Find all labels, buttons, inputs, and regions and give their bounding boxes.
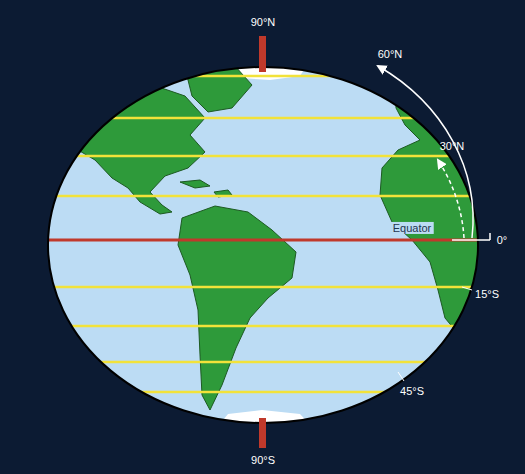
angle-arc-60 — [378, 66, 473, 238]
south-america — [178, 206, 296, 410]
latitude-label: 30°N — [440, 140, 465, 152]
latitude-label: 45°S — [400, 385, 424, 397]
latitude-label: 0° — [497, 234, 508, 246]
north-america — [48, 84, 205, 214]
latitude-label: 90°N — [251, 16, 276, 28]
zero-tick — [489, 233, 491, 240]
angle-arc-30 — [438, 160, 464, 238]
zero-reference — [452, 239, 490, 241]
latitude-label: 60°N — [378, 48, 403, 60]
equator-line — [40, 239, 490, 242]
north-axis — [259, 36, 266, 72]
leader-line — [462, 287, 472, 290]
latitude-label: Equator — [391, 222, 434, 234]
caribbean-islands — [180, 180, 232, 197]
latitude-label: 90°S — [251, 454, 275, 466]
globe-outline — [48, 67, 478, 423]
europe-africa — [380, 74, 480, 330]
latitude-label: 15°S — [475, 288, 499, 300]
latitude-lines — [40, 76, 490, 392]
leader-line — [398, 372, 404, 381]
south-axis — [259, 418, 266, 448]
greenland — [185, 66, 252, 112]
